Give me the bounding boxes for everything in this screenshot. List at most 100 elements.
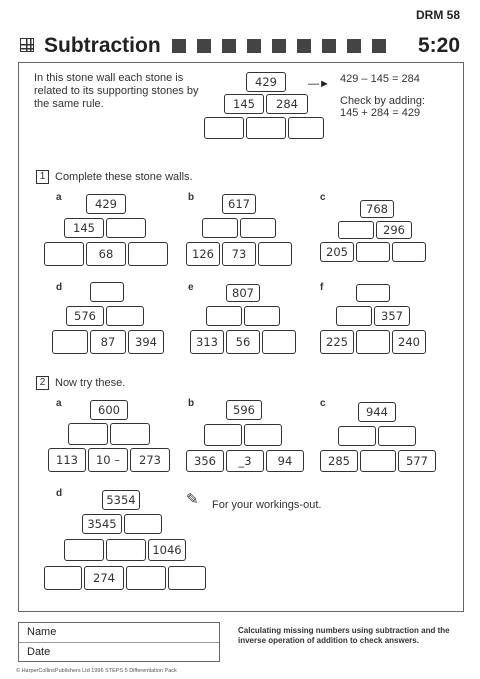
q2c-mid-right-stone[interactable] xyxy=(378,426,416,446)
q2b-wall: 596 356 _3 94 xyxy=(184,398,306,474)
example-equation: 429 – 145 = 284 xyxy=(340,73,420,85)
example-stone xyxy=(288,117,324,139)
q1e-bottom-mid-stone: 56 xyxy=(226,330,260,354)
example-stone xyxy=(246,117,286,139)
q1c-wall: 768 296 205 xyxy=(318,196,430,268)
q1b-label: b xyxy=(188,192,195,203)
q2c-bottom-left-stone: 285 xyxy=(320,450,358,472)
title-row: Subtraction 5:20 xyxy=(14,34,466,58)
q2a-mid-left-stone[interactable] xyxy=(68,423,108,445)
q2b-label: b xyxy=(188,398,195,409)
q1d-bottom-right-stone: 394 xyxy=(128,330,164,354)
q1f-mid-left-stone[interactable] xyxy=(336,306,372,326)
example-stone xyxy=(204,117,244,139)
q1d-bottom-mid-stone: 87 xyxy=(90,330,126,354)
example-wall: 429 145 284 xyxy=(204,70,326,142)
q1b-mid-right-stone[interactable] xyxy=(240,218,276,238)
q2b-mid-right-stone[interactable] xyxy=(244,424,282,446)
q2b-top-stone: 596 xyxy=(226,400,262,420)
q2d-row3-left-stone[interactable] xyxy=(64,539,104,561)
q1a-mid-right-stone[interactable] xyxy=(106,218,146,238)
q1-heading: 1 Complete these stone walls. xyxy=(36,170,193,184)
q1b-bottom-right-stone[interactable] xyxy=(258,242,292,266)
q1e-bottom-right-stone[interactable] xyxy=(262,330,296,354)
q1c-mid-left-stone[interactable] xyxy=(338,221,374,239)
q1d-bottom-left-stone[interactable] xyxy=(52,330,88,354)
q2-number: 2 xyxy=(36,376,49,390)
q1-text: Complete these stone walls. xyxy=(55,170,193,183)
q1d-label: d xyxy=(56,282,63,293)
q2b-mid-left-stone[interactable] xyxy=(204,424,242,446)
grid-icon xyxy=(20,38,34,52)
q2a-wall: 600 113 10 – 273 xyxy=(46,398,172,474)
q1f-top-stone[interactable] xyxy=(356,284,390,302)
q2-heading: 2 Now try these. xyxy=(36,376,125,390)
q2d-row4-stone-4[interactable] xyxy=(168,566,206,590)
page-title: Subtraction xyxy=(44,34,161,57)
q1a-wall: 429 145 68 xyxy=(42,192,170,268)
arrow-icon: —► xyxy=(308,78,330,90)
q2c-wall: 944 285 577 xyxy=(318,398,440,474)
q2a-bottom-mid-stone: 10 – xyxy=(88,448,128,472)
q1c-bottom-mid-stone[interactable] xyxy=(356,242,390,262)
q2c-mid-left-stone[interactable] xyxy=(338,426,376,446)
example-right-stone: 284 xyxy=(266,94,308,114)
time-code: 5:20 xyxy=(417,34,460,57)
q2b-bottom-right-stone: 94 xyxy=(266,450,304,472)
q1f-wall: 357 225 240 xyxy=(318,282,430,356)
footer-note: Calculating missing numbers using subtra… xyxy=(238,626,450,645)
q1a-bottom-right-stone[interactable] xyxy=(128,242,168,266)
q1b-top-stone: 617 xyxy=(222,194,256,214)
q1a-bottom-left-stone[interactable] xyxy=(44,242,84,266)
q1f-label: f xyxy=(320,282,324,293)
q1c-top-stone: 768 xyxy=(360,200,394,218)
q2c-bottom-right-stone: 577 xyxy=(398,450,436,472)
q1a-label: a xyxy=(56,192,62,203)
q1f-bottom-left-stone: 225 xyxy=(320,330,354,354)
q2c-bottom-mid-stone[interactable] xyxy=(360,450,396,472)
q1d-top-stone[interactable] xyxy=(90,282,124,302)
worksheet-frame xyxy=(18,62,464,612)
q1c-label: c xyxy=(320,192,326,203)
q1d-mid-left-stone: 576 xyxy=(66,306,104,326)
q2d-label: d xyxy=(56,488,63,499)
q1e-bottom-left-stone: 313 xyxy=(190,330,224,354)
example-left-stone: 145 xyxy=(224,94,264,114)
q2c-top-stone: 944 xyxy=(358,402,396,422)
q1d-wall: 576 87 394 xyxy=(50,280,168,356)
workings-text: For your workings-out. xyxy=(212,499,322,511)
q2d-row2-right-stone[interactable] xyxy=(124,514,162,534)
intro-text: In this stone wall each stone is related… xyxy=(34,72,199,110)
q2d-row3-mid-stone[interactable] xyxy=(106,539,146,561)
q2a-label: a xyxy=(56,398,62,409)
q1d-mid-right-stone[interactable] xyxy=(106,306,144,326)
title-squares xyxy=(172,39,386,53)
example-top-stone: 429 xyxy=(246,72,286,92)
copyright: © HarperCollinsPublishers Ltd 1996 STEPS… xyxy=(16,668,177,674)
q1b-mid-left-stone[interactable] xyxy=(202,218,238,238)
q1c-bottom-right-stone[interactable] xyxy=(392,242,426,262)
q2-text: Now try these. xyxy=(55,376,126,389)
check-label: Check by adding: xyxy=(340,95,425,107)
q2d-row4-stone-1[interactable] xyxy=(44,566,82,590)
q1c-mid-right-stone: 296 xyxy=(376,221,412,239)
q1e-mid-left-stone[interactable] xyxy=(206,306,242,326)
q1a-mid-left-stone: 145 xyxy=(64,218,104,238)
name-field[interactable]: Name xyxy=(19,623,219,643)
q1e-top-stone: 807 xyxy=(226,284,260,302)
q2d-row2-left-stone: 3545 xyxy=(82,514,122,534)
q1f-mid-right-stone: 357 xyxy=(374,306,410,326)
date-field[interactable]: Date xyxy=(27,646,51,658)
q1a-top-stone: 429 xyxy=(86,194,126,214)
q2b-bottom-left-stone: 356 xyxy=(186,450,224,472)
q1e-wall: 807 313 56 xyxy=(190,282,302,356)
q2d-row4-stone-3[interactable] xyxy=(126,566,166,590)
q1f-bottom-mid-stone[interactable] xyxy=(356,330,390,354)
q2b-bottom-mid-stone: _3 xyxy=(226,450,264,472)
q2c-label: c xyxy=(320,398,326,409)
q1e-mid-right-stone[interactable] xyxy=(244,306,280,326)
q2a-mid-right-stone[interactable] xyxy=(110,423,150,445)
q1-number: 1 xyxy=(36,170,49,184)
q1f-bottom-right-stone: 240 xyxy=(392,330,426,354)
q2d-wall: 5354 3545 1046 274 xyxy=(42,488,210,594)
